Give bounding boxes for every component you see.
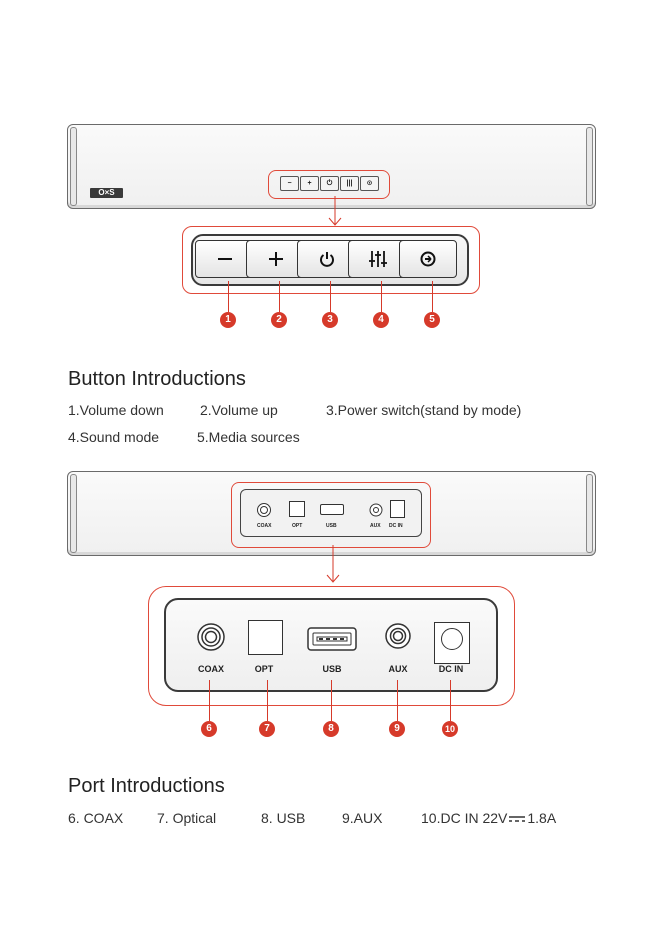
callout-number-2: 2 [271,312,287,328]
usb-port-icon [307,627,357,651]
callout-number-1: 1 [220,312,236,328]
button-panel [191,234,469,286]
label-coax: COAX [186,664,236,674]
dc-symbol-icon [508,814,526,824]
arrow-down-icon [325,196,345,228]
mini-volume-up-button[interactable]: + [300,176,319,191]
callout-line-4 [381,281,382,312]
callout-line-7 [267,680,268,721]
plus-icon [267,250,285,268]
button-strip-mini: − + ⏻ ||| ⊙ [274,171,384,195]
mini-usb-port-icon [320,504,344,515]
callout-line-8 [331,680,332,721]
callout-number-9: 9 [389,721,405,737]
arrow-down-icon [323,545,343,585]
bar-end-cap-left [70,127,77,206]
callout-number-4: 4 [373,312,389,328]
bar-end-cap-right [586,127,593,206]
coax-port-icon [196,622,226,652]
dc-in-port-icon [434,622,470,664]
button-desc-2: 2.Volume up [200,402,278,418]
port-desc-7: 7. Optical [157,810,216,826]
button-desc-3: 3.Power switch(stand by mode) [326,402,521,418]
port-panel-mini: COAX OPT USB AUX DC IN [240,489,422,537]
mini-source-button[interactable]: ⊙ [360,176,379,191]
label-usb: USB [307,664,357,674]
label-aux: AUX [373,664,423,674]
mini-label-aux: AUX [370,523,381,529]
callout-number-6: 6 [201,721,217,737]
port-desc-6: 6. COAX [68,810,123,826]
callout-number-8: 8 [323,721,339,737]
button-desc-1: 1.Volume down [68,402,164,418]
button-desc-4: 4.Sound mode [68,429,159,445]
brand-logo: O×S [90,188,123,198]
button-section-title: Button Introductions [68,368,246,391]
callout-line-10 [450,680,451,721]
equalizer-icon [368,249,388,269]
mini-label-usb: USB [326,523,337,529]
optical-port-icon [248,620,283,655]
callout-number-5: 5 [424,312,440,328]
mini-optical-port-icon [289,501,305,517]
port-desc-10-current: 1.8A [527,810,556,826]
minus-icon [216,250,234,268]
callout-line-1 [228,281,229,312]
port-desc-9: 9.AUX [342,810,382,826]
mini-label-coax: COAX [257,523,271,529]
callout-number-3: 3 [322,312,338,328]
port-desc-10: 10.DC IN 22V 1.8A [421,810,556,826]
port-desc-8: 8. USB [261,810,305,826]
port-section-title: Port Introductions [68,775,225,798]
mini-dc-port-icon [390,500,405,518]
callout-line-9 [397,680,398,721]
power-icon [318,250,336,268]
mini-sound-mode-button[interactable]: ||| [340,176,359,191]
mini-power-button[interactable]: ⏻ [320,176,339,191]
label-dcin: DC IN [426,664,476,674]
mini-aux-port-icon [368,502,384,518]
port-desc-10-voltage: 10.DC IN 22V [421,810,507,826]
mini-coax-port-icon [256,502,272,518]
bar-end-cap-right [586,474,593,553]
aux-port-icon [384,622,412,650]
callout-line-5 [432,281,433,312]
callout-number-7: 7 [259,721,275,737]
bar-end-cap-left [70,474,77,553]
callout-line-3 [330,281,331,312]
callout-line-6 [209,680,210,721]
source-button[interactable] [399,240,457,278]
port-panel: COAX OPT USB AUX DC IN [164,598,498,692]
button-desc-5: 5.Media sources [197,429,300,445]
label-opt: OPT [239,664,289,674]
callout-number-10: 10 [442,721,458,737]
mini-label-opt: OPT [292,523,302,529]
mini-label-dcin: DC IN [389,523,403,529]
source-icon [419,250,437,268]
mini-volume-down-button[interactable]: − [280,176,299,191]
callout-line-2 [279,281,280,312]
